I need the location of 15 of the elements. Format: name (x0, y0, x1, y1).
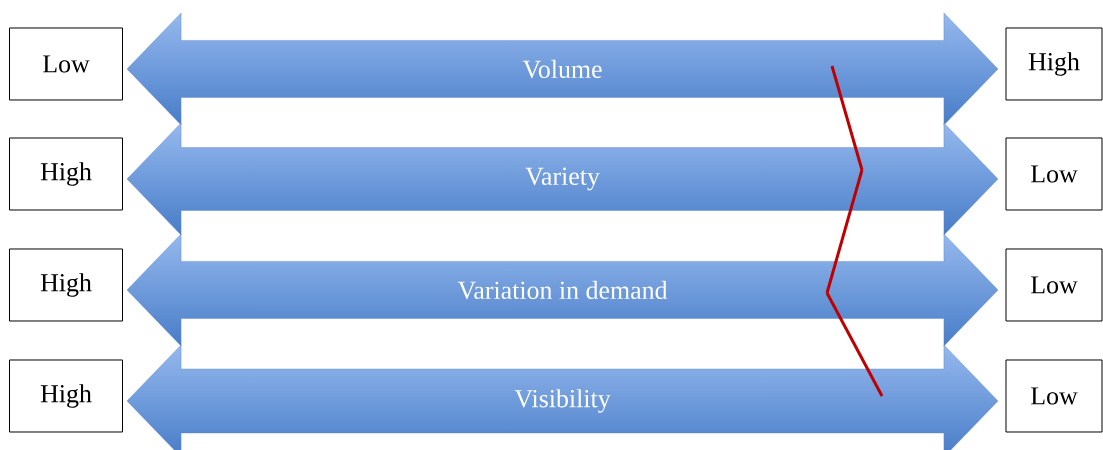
label-box: Low (1005, 248, 1103, 322)
label-box: High (9, 359, 123, 433)
profile-line (825, 169, 864, 294)
label-box: Low (1005, 137, 1103, 211)
label-box: Low (9, 27, 123, 101)
label-box: High (9, 137, 123, 211)
double-arrow-band: Visibility (126, 344, 999, 450)
label-box: High (9, 248, 123, 322)
label-box: Low (1005, 359, 1103, 433)
profile-line (825, 292, 884, 397)
label-box: High (1005, 27, 1103, 101)
profile-line (830, 65, 864, 171)
double-arrow-band: Variation in demand (126, 233, 999, 347)
double-arrow-band: Variety (126, 122, 999, 236)
double-arrow-band: Volume (126, 12, 999, 126)
